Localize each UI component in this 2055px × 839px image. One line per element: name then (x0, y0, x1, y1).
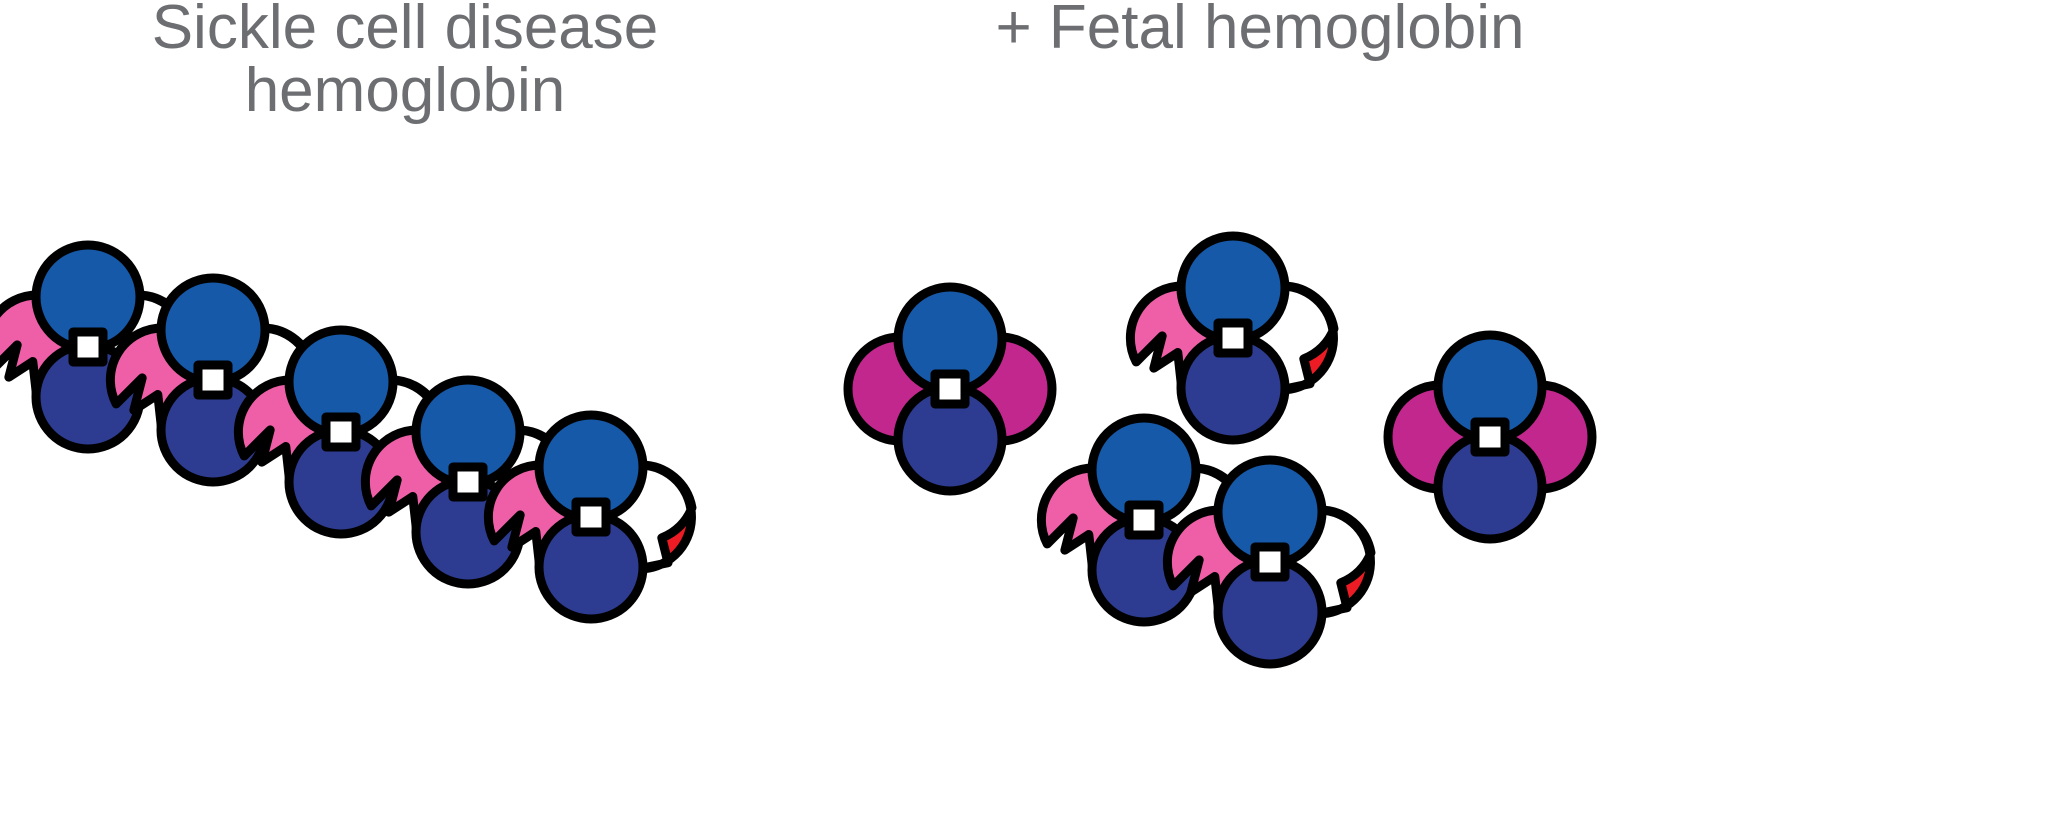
beta-globin-tabbed-lobe (1312, 505, 1376, 619)
tetramer-center-cavity (321, 412, 361, 452)
beta-globin-tabbed-lobe (1275, 281, 1339, 395)
tetramer-center-cavity (1124, 500, 1164, 540)
tetramer-center-cavity (68, 327, 108, 367)
tetramer-center-cavity (1250, 542, 1290, 582)
hemoglobin-tetramer-sickle (1162, 455, 1376, 669)
panel-title-fetal: + Fetal hemoglobin (995, 0, 1525, 62)
hemoglobin-tetramer-fetal (1383, 330, 1597, 544)
hemoglobin-tetramer-sickle (233, 325, 447, 539)
tetramer-center-cavity (448, 462, 488, 502)
hemoglobin-tetramer-sickle (1036, 413, 1250, 627)
tetramer-center-cavity (571, 497, 611, 537)
hemoglobin-tetramer-fetal (843, 282, 1057, 496)
beta-globin-tabbed-lobe (633, 460, 697, 574)
panel-title-sickle: Sickle cell disease hemoglobin (151, 0, 659, 126)
hemoglobin-tetramer-sickle (483, 410, 697, 624)
tetramer-center-cavity (930, 369, 970, 409)
hemoglobin-tetramer-sickle (1125, 231, 1339, 445)
tetramer-center-cavity (1213, 318, 1253, 358)
tetramer-center-cavity (193, 360, 233, 400)
tetramer-center-cavity (1470, 417, 1510, 457)
